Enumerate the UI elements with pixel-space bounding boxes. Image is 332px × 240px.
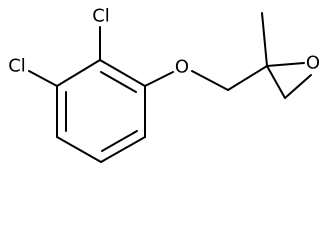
ring-bond-4 bbox=[56, 136, 102, 163]
chlorine-atom-left: Cl bbox=[8, 56, 26, 77]
ring-bond-3 bbox=[100, 136, 146, 163]
bond-cq-methyl bbox=[261, 12, 268, 67]
epoxide-bond-ch2-o bbox=[284, 74, 312, 99]
benzene-ring bbox=[56, 59, 146, 163]
ether-oxygen-atom: O bbox=[175, 57, 189, 78]
bond-c1-o bbox=[144, 71, 174, 87]
bond-o-ch2 bbox=[191, 70, 229, 91]
ring-bond-6 bbox=[56, 59, 101, 87]
epoxide-bond-c-ch2 bbox=[266, 65, 286, 99]
ring-double-bond-1 bbox=[100, 71, 137, 93]
chlorine-atom-top: Cl bbox=[92, 6, 110, 27]
molecule-structure: Cl Cl O O bbox=[8, 6, 320, 163]
epoxide-bond-c-o bbox=[266, 62, 305, 67]
epoxide-oxygen-atom: O bbox=[306, 53, 320, 74]
epoxide-ring bbox=[266, 62, 312, 99]
bond-c3-cl bbox=[28, 70, 58, 87]
bond-ch2-cq bbox=[227, 65, 268, 91]
ring-double-bond-2 bbox=[101, 130, 138, 152]
ring-bond-1 bbox=[99, 59, 146, 87]
